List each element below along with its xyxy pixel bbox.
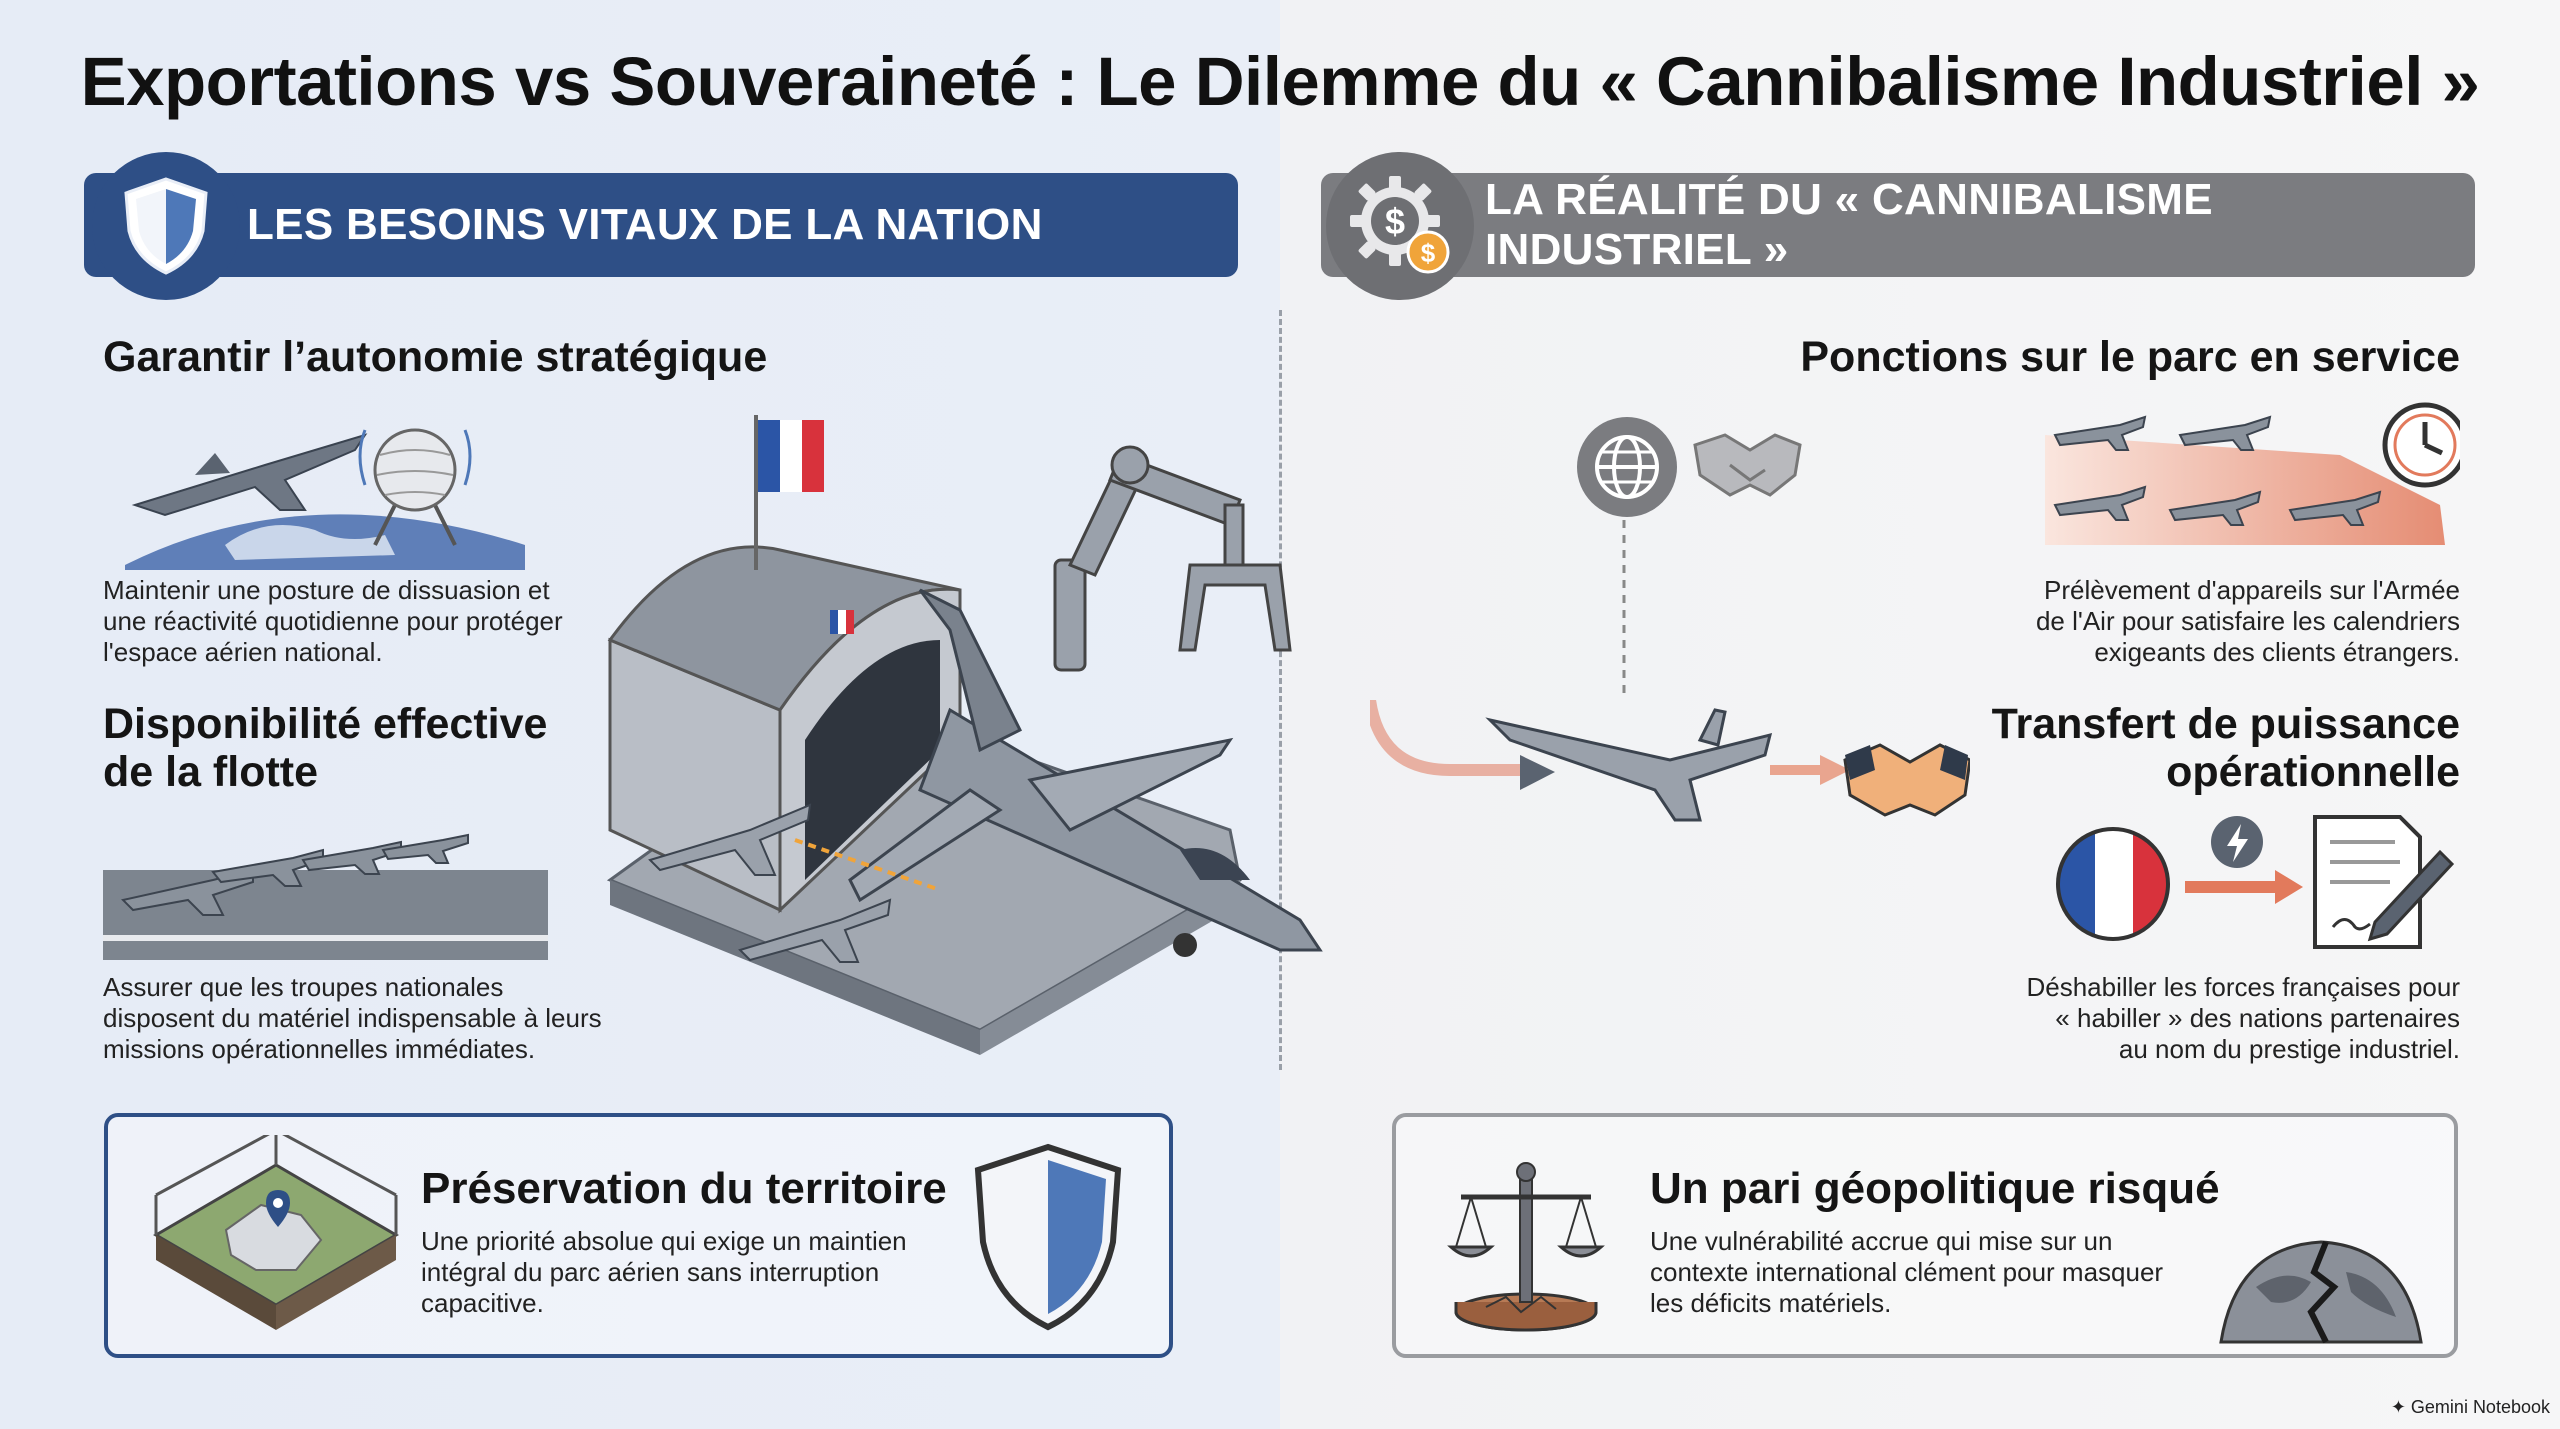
hangar-flag-icon	[830, 610, 854, 634]
gear-badge: $ $	[1326, 152, 1474, 300]
location-pin-icon	[266, 1190, 290, 1227]
footer-brand: ✦ Gemini Notebook	[2390, 1397, 2550, 1417]
right-text-2: Déshabiller les forces françaises pour «…	[2026, 972, 2460, 1064]
right-box-text: Une vulnérabilité accrue qui mise sur un…	[1650, 1226, 2164, 1318]
left-box-text: Une priorité absolue qui exige un mainti…	[421, 1226, 907, 1318]
jet-radar-illustration	[125, 428, 525, 570]
power-transfer-illustration	[2056, 815, 2455, 949]
right-box-title: Un pari géopolitique risqué	[1650, 1164, 2220, 1213]
contract-sign-icon	[2313, 815, 2455, 949]
shield-large-icon	[974, 1143, 1122, 1331]
svg-text:$: $	[1421, 238, 1436, 268]
transfer-jet-illustration	[1370, 700, 1970, 822]
svg-text:$: $	[1385, 201, 1405, 242]
right-banner-label: LA RÉALITÉ DU « CANNIBALISME INDUSTRIEL …	[1485, 175, 2213, 274]
right-bottom-box: Un pari géopolitique risqué Une vulnérab…	[1392, 1113, 2458, 1358]
left-heading-2: Disponibilité effective de la flotte	[103, 700, 548, 796]
dashed-connector	[1622, 520, 1626, 695]
center-divider	[1279, 310, 1282, 1070]
globe-icon	[1577, 417, 1677, 517]
hangar-robot-illustration	[606, 415, 1323, 1055]
export-jet-icon	[1485, 708, 1773, 822]
right-text-1: Prélèvement d'appareils sur l'Armée de l…	[2035, 575, 2460, 667]
radar-dome-icon	[358, 428, 472, 546]
scale-icon	[1447, 1162, 1605, 1332]
clock-icon	[2382, 402, 2460, 488]
left-text-1: Maintenir une posture de dissuasion et u…	[103, 575, 563, 667]
shield-badge	[92, 152, 240, 300]
right-heading-2: Transfert de puissance opérationnelle	[1991, 700, 2460, 796]
left-heading-1: Garantir l’autonomie stratégique	[103, 333, 768, 381]
french-flag-circle-icon	[2056, 827, 2170, 941]
left-banner: LES BESOINS VITAUX DE LA NATION	[84, 173, 1238, 277]
page-title: Exportations vs Souveraineté : Le Dilemm…	[80, 43, 2480, 120]
arrow-icon	[1520, 755, 1555, 790]
handshake-color-icon	[1843, 743, 1970, 817]
shield-icon	[124, 177, 208, 275]
territory-map-illustration	[153, 1135, 399, 1330]
main-jet-icon	[848, 588, 1323, 957]
cracked-globe-icon	[2219, 1240, 2423, 1344]
fleet-runway-illustration	[103, 833, 548, 960]
robot-arm-icon	[1053, 445, 1292, 672]
gemini-logo-icon: ✦	[2390, 1397, 2411, 1417]
left-banner-label: LES BESOINS VITAUX DE LA NATION	[247, 200, 1043, 249]
left-text-2: Assurer que les troupes nationales dispo…	[103, 972, 602, 1064]
french-flag-icon	[758, 420, 824, 492]
fleet-depletion-illustration	[2045, 402, 2460, 545]
right-banner: LA RÉALITÉ DU « CANNIBALISME INDUSTRIEL …	[1321, 173, 2475, 277]
left-bottom-box: Préservation du territoire Une priorité …	[104, 1113, 1173, 1358]
left-box-title: Préservation du territoire	[421, 1164, 947, 1213]
jet-icon	[131, 433, 368, 517]
right-heading-1: Ponctions sur le parc en service	[1800, 333, 2460, 381]
gear-dollar-icon: $ $	[1350, 176, 1450, 274]
handshake-gray-icon	[1693, 433, 1802, 497]
